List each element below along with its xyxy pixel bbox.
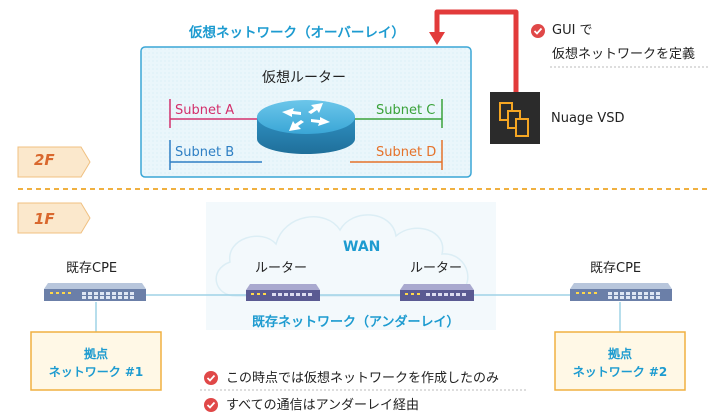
site-2-label-line-1: 拠点	[607, 347, 632, 361]
site-2-label-line-2: ネットワーク #2	[572, 365, 668, 379]
site-1-box	[30, 331, 162, 391]
subnet-b-label: Subnet B	[175, 145, 235, 160]
floor-tab-1f	[17, 202, 91, 234]
right-cpe-label: 既存CPE	[590, 261, 642, 276]
overlay-title: 仮想ネットワーク（オーバーレイ）	[189, 25, 405, 41]
note-line-1: GUI で	[552, 23, 593, 38]
bullet-check-icon-1	[204, 371, 218, 385]
floor-1f-label: 1F	[34, 210, 55, 228]
underlay-band	[206, 202, 496, 330]
right-router-label: ルーター	[410, 261, 463, 276]
right-cpe-icon	[570, 283, 672, 301]
nuage-vsd-logo-icon	[490, 92, 540, 144]
wan-label: WAN	[343, 239, 381, 255]
bullet-text-1: この時点では仮想ネットワークを作成したのみ	[226, 371, 500, 386]
left-router-icon	[246, 284, 320, 301]
bullet-check-icon-2	[204, 398, 218, 412]
vsd-arrow-head	[429, 32, 445, 45]
subnet-c-label: Subnet C	[376, 103, 436, 118]
left-router-label: ルーター	[255, 261, 308, 276]
floor-tab-2f	[17, 146, 91, 178]
subnet-lines	[169, 99, 443, 170]
right-router-icon	[400, 284, 474, 301]
network-links	[95, 294, 621, 332]
note-check-icon	[531, 24, 545, 38]
site-2-box	[554, 331, 686, 391]
floor-2f-label: 2F	[34, 151, 55, 169]
subnet-d-label: Subnet D	[376, 145, 437, 160]
left-cpe-label: 既存CPE	[66, 261, 118, 276]
virtual-router-icon	[257, 100, 355, 154]
virtual-router-label: 仮想ルーター	[262, 70, 346, 86]
left-cpe-icon	[44, 283, 146, 301]
subnet-a-label: Subnet A	[175, 103, 235, 118]
note-line-2: 仮想ネットワークを定義	[552, 47, 696, 62]
vsd-label: Nuage VSD	[551, 111, 625, 126]
wan-cloud-icon	[215, 214, 469, 297]
vsd-arrow	[434, 9, 519, 92]
site-1-label-line-2: ネットワーク #1	[48, 365, 144, 379]
underlay-title: 既存ネットワーク（アンダーレイ）	[252, 315, 460, 330]
site-1-label-line-1: 拠点	[83, 347, 108, 361]
bullet-text-2: すべての通信はアンダーレイ経由	[226, 398, 420, 413]
